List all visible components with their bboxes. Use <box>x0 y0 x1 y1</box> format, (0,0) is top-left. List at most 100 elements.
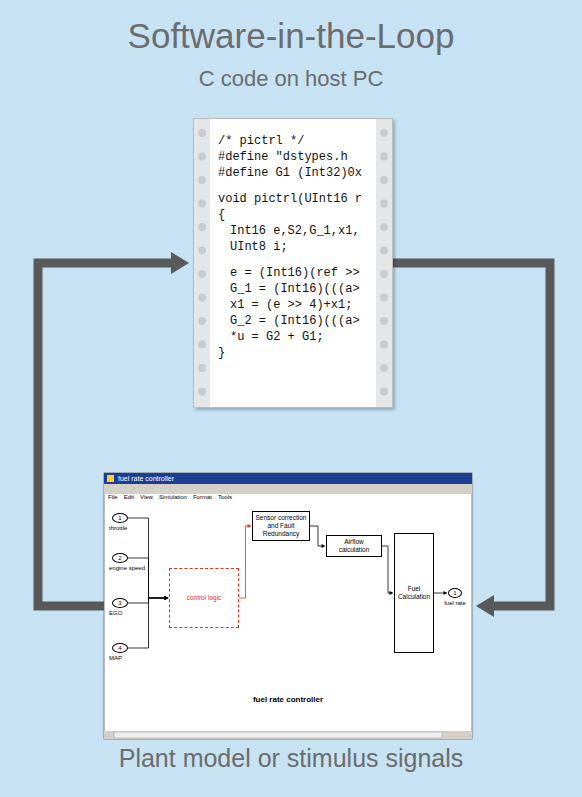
block-label: Sensor correction and Fault Redundancy <box>255 514 307 538</box>
code-line: void pictrl(UInt16 r <box>218 191 362 207</box>
menu-item: Simulation <box>159 493 187 502</box>
perforation-hole <box>198 270 206 278</box>
arrow-head <box>248 524 252 528</box>
arrow-head <box>476 595 494 617</box>
perforation-hole <box>380 294 388 302</box>
connector-line <box>239 526 248 598</box>
perforation-hole <box>380 270 388 278</box>
model-name: fuel rate controller <box>104 695 472 704</box>
connector <box>128 518 169 600</box>
window-chrome <box>104 473 472 739</box>
connector <box>128 596 169 648</box>
inport-block: 4MAP <box>112 643 128 653</box>
port-label: MAP <box>109 655 122 662</box>
code-line: *u = G2 + G1; <box>218 329 362 345</box>
perforation-hole <box>198 129 206 137</box>
caption: Plant model or stimulus signals <box>0 744 582 773</box>
strip-band <box>376 119 392 407</box>
code-line: x1 = (e >> 4)+x1; <box>218 297 362 313</box>
code-line: /* pictrl */ <box>218 133 362 149</box>
code-line: Int16 e,S2,G_1,x1, <box>218 223 362 239</box>
block-label: Fuel Calculation <box>397 585 431 601</box>
perforation-hole <box>380 341 388 349</box>
menu-bar: FileEditViewSimulationFormatTools <box>108 485 238 494</box>
window-frame <box>104 473 472 739</box>
arrow-head <box>165 596 169 600</box>
port-number: 1 <box>113 514 127 522</box>
block-label: control logic <box>187 594 222 602</box>
code-line: } <box>218 345 362 361</box>
connector <box>239 524 252 598</box>
perforation-hole <box>198 247 206 255</box>
connector <box>434 591 448 595</box>
inport-block: 2engine speed <box>112 553 128 563</box>
subsystem-block: Sensor correction and Fault Redundancy <box>252 511 310 541</box>
code-line: #define "dstypes.h <box>218 149 362 165</box>
arrow-head <box>322 544 326 548</box>
menu-bar-band <box>104 484 472 494</box>
block-label: Airflow calculation <box>329 538 379 554</box>
code-line: #define G1 (Int32)0x <box>218 165 362 181</box>
perforation-hole <box>380 200 388 208</box>
perforation-hole <box>380 247 388 255</box>
code-line: G_1 = (Int16)(((a> <box>218 281 362 297</box>
menu-item: File <box>108 493 118 502</box>
port-label: engine speed <box>109 565 145 572</box>
perforation-hole <box>198 341 206 349</box>
arrow-head <box>390 591 394 595</box>
port-label: throttle <box>109 525 127 532</box>
perforation-hole <box>380 129 388 137</box>
inport-block: 3EGO <box>112 598 128 608</box>
inport-block: 1throttle <box>112 513 128 523</box>
arrow-head <box>444 591 448 595</box>
perforation-hole <box>198 223 206 231</box>
perforation-hole <box>380 317 388 325</box>
subsystem-block: Airflow calculation <box>326 535 382 557</box>
port-number: 3 <box>113 599 127 607</box>
connector-line <box>434 593 444 594</box>
window-title: fuel rate controller <box>118 474 174 483</box>
connector-line <box>382 546 390 593</box>
perforation-hole <box>198 153 206 161</box>
perforation-hole <box>380 176 388 184</box>
arrow-head <box>171 252 189 274</box>
menu-item: Tools <box>218 493 232 502</box>
connector-line <box>310 526 322 546</box>
code-line: G_2 = (Int16)(((a> <box>218 313 362 329</box>
connector-line <box>38 263 173 606</box>
outport-block: 1fuel rate <box>448 588 462 598</box>
port-number: 4 <box>113 644 127 652</box>
perforation-hole <box>198 176 206 184</box>
perforation-hole <box>198 200 206 208</box>
connector <box>128 558 169 600</box>
perforation-hole <box>198 317 206 325</box>
title: Software-in-the-Loop <box>0 16 582 56</box>
menu-item: Edit <box>124 493 134 502</box>
connector <box>382 546 394 595</box>
menu-item: Format <box>193 493 212 502</box>
simulink-window: fuel rate controllerFileEditViewSimulati… <box>104 473 472 739</box>
perforation-hole <box>198 364 206 372</box>
arrow-head <box>165 596 169 600</box>
code-line: { <box>218 207 362 223</box>
connector <box>310 526 326 548</box>
port-number: 1 <box>449 589 461 597</box>
arrow-head <box>165 596 169 600</box>
code-text: /* pictrl */#define "dstypes.h#define G1… <box>218 133 362 361</box>
code-line: e = (Int16)(ref >> <box>218 265 362 281</box>
port-number: 2 <box>113 554 127 562</box>
title-bar <box>104 473 472 484</box>
subsystem-block: control logic <box>169 568 239 628</box>
connector-line <box>128 558 165 598</box>
port-label: fuel rate <box>444 600 466 607</box>
perforation-hole <box>380 388 388 396</box>
code-line: UInt8 i; <box>218 239 362 255</box>
strip-band <box>194 119 210 407</box>
subtitle: C code on host PC <box>0 66 582 92</box>
code-listing: /* pictrl */#define "dstypes.h#define G1… <box>193 118 393 408</box>
connector-line <box>128 598 165 603</box>
subsystem-block: Fuel Calculation <box>394 533 434 653</box>
perforation-hole <box>380 223 388 231</box>
